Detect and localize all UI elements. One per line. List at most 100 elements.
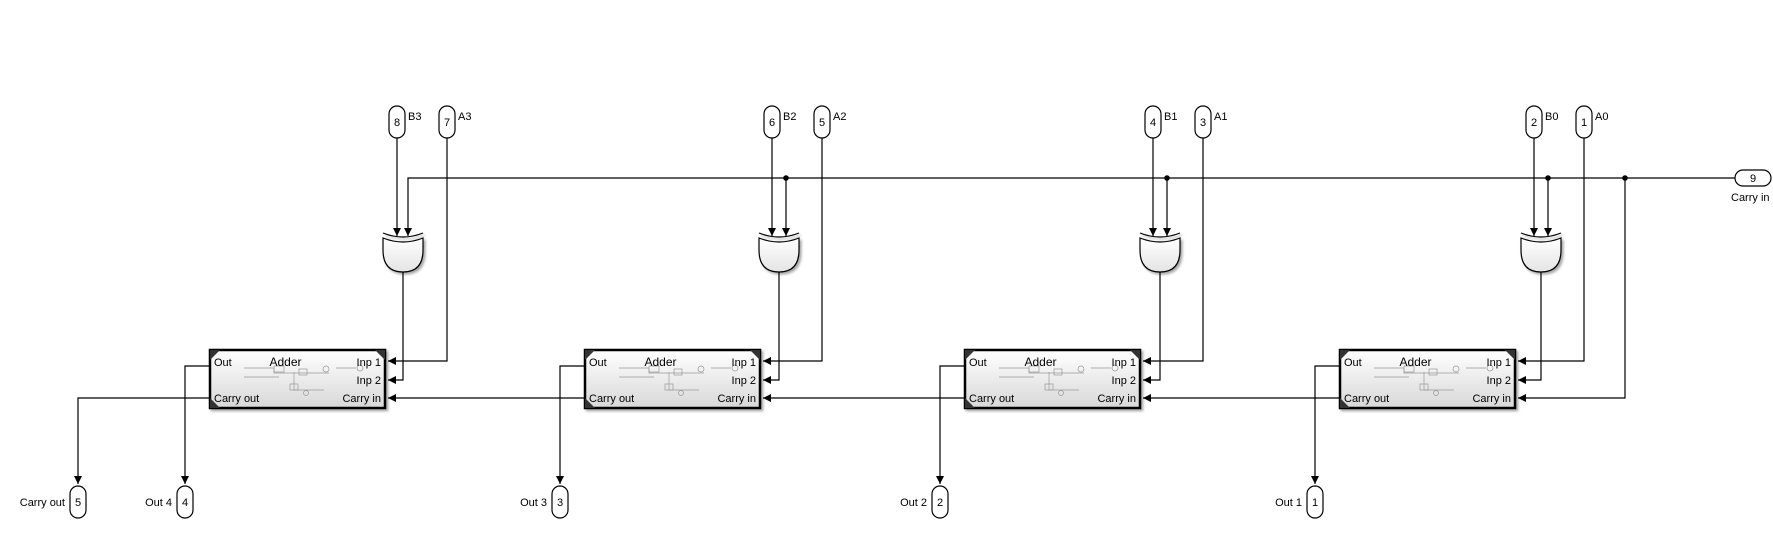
xor-to-inp2-line[interactable] <box>763 272 780 384</box>
branch-junction <box>1622 175 1628 181</box>
subsystem-corner-mark <box>965 350 975 360</box>
outport-carry-out-label: Carry out <box>20 497 65 509</box>
a-to-inp1-line[interactable] <box>1143 138 1204 365</box>
subsystem-corner-mark <box>585 398 595 408</box>
subsystem-corner-mark <box>1505 350 1515 360</box>
inport-b1-shape[interactable] <box>1144 105 1162 139</box>
port-label-carry-out: Carry out <box>969 393 1014 405</box>
port-label-carry-out: Carry out <box>589 393 634 405</box>
port-label-inp2: Inp 2 <box>1112 375 1136 387</box>
inport-carry-in-label: Carry in <box>1731 192 1770 204</box>
outport-out2-shape[interactable] <box>931 485 949 519</box>
sum-out-line[interactable] <box>1311 365 1340 484</box>
port-label-carry-in: Carry in <box>1472 393 1511 405</box>
xor-gate-3-body[interactable] <box>382 237 424 273</box>
inport-a3[interactable]: 7 A3 <box>438 105 471 139</box>
xor-gate-2-xor-arc <box>758 232 800 238</box>
xor-gate-3[interactable] <box>382 232 424 273</box>
xor-gate-0[interactable] <box>1520 232 1562 273</box>
xor-to-inp2-line[interactable] <box>388 272 404 384</box>
outport-out1-shape[interactable] <box>1306 485 1324 519</box>
carry-in-bus-line[interactable] <box>404 177 1735 236</box>
inport-a3-shape[interactable] <box>438 105 456 139</box>
sum-out-line[interactable] <box>181 365 210 484</box>
port-label-carry-in: Carry in <box>1097 393 1136 405</box>
final-carry-out-line[interactable] <box>74 397 210 484</box>
xor-gate-0-body[interactable] <box>1520 237 1562 273</box>
inport-b2[interactable]: 6 B2 <box>763 105 796 139</box>
xor-to-inp2-line[interactable] <box>1518 272 1542 384</box>
inport-b3-shape[interactable] <box>388 105 406 139</box>
outport-carry-out-shape[interactable] <box>69 485 87 519</box>
port-label-carry-in: Carry in <box>717 393 756 405</box>
outport-out4[interactable]: 4 Out 4 <box>145 485 194 519</box>
port-label-carry-in: Carry in <box>342 393 381 405</box>
inport-a2-shape[interactable] <box>813 105 831 139</box>
a-to-inp1-line[interactable] <box>1518 138 1585 365</box>
outport-out1-number: 1 <box>1312 497 1318 509</box>
inport-b2-label: B2 <box>783 111 796 123</box>
inport-b0-label: B0 <box>1545 111 1558 123</box>
xor-gate-1[interactable] <box>1139 232 1181 273</box>
xor-gate-1-body[interactable] <box>1139 237 1181 273</box>
outport-out3-shape[interactable] <box>551 485 569 519</box>
adder-title: Adder <box>644 355 676 369</box>
inport-b1-number: 4 <box>1150 117 1156 129</box>
outport-out4-label: Out 4 <box>145 497 172 509</box>
adder-block-body[interactable] <box>208 348 387 410</box>
adder-block-body[interactable] <box>963 348 1142 410</box>
adder-block-body[interactable] <box>1338 348 1517 410</box>
xor-gate-2-body[interactable] <box>758 237 800 273</box>
xor-gate-3-xor-arc <box>382 232 424 238</box>
inport-b2-shape[interactable] <box>763 105 781 139</box>
port-label-out: Out <box>1344 357 1362 369</box>
inport-a1-label: A1 <box>1214 111 1227 123</box>
subsystem-corner-mark <box>375 350 385 360</box>
port-label-inp2: Inp 2 <box>1487 375 1511 387</box>
inport-a3-label: A3 <box>458 111 471 123</box>
sum-out-line[interactable] <box>556 365 585 484</box>
a-to-inp1-line[interactable] <box>763 138 823 365</box>
sum-out-line[interactable] <box>936 365 965 484</box>
subsystem-corner-mark <box>210 350 220 360</box>
subsystem-corner-mark <box>965 398 975 408</box>
adder-block-body[interactable] <box>583 348 762 410</box>
port-label-out: Out <box>589 357 607 369</box>
outport-out3-label: Out 3 <box>520 497 547 509</box>
inport-a3-number: 7 <box>444 117 450 129</box>
inport-carry-in-shape[interactable] <box>1734 169 1772 187</box>
port-label-out: Out <box>214 357 232 369</box>
xor-gate-2[interactable] <box>758 232 800 273</box>
adder-title: Adder <box>1399 355 1431 369</box>
outport-out4-shape[interactable] <box>176 485 194 519</box>
inport-a0-shape[interactable] <box>1575 105 1593 139</box>
xor-to-inp2-line[interactable] <box>1143 272 1161 384</box>
outport-out4-number: 4 <box>182 497 188 509</box>
inport-b3-number: 8 <box>394 117 400 129</box>
inport-b0-shape[interactable] <box>1525 105 1543 139</box>
inport-a1-shape[interactable] <box>1194 105 1212 139</box>
signal-lines <box>74 138 1735 484</box>
carry-in-to-stage0-line[interactable] <box>1518 178 1626 402</box>
inport-b2-number: 6 <box>769 117 775 129</box>
port-label-carry-out: Carry out <box>214 393 259 405</box>
port-label-inp1: Inp 1 <box>732 357 756 369</box>
a-to-inp1-line[interactable] <box>388 138 448 365</box>
